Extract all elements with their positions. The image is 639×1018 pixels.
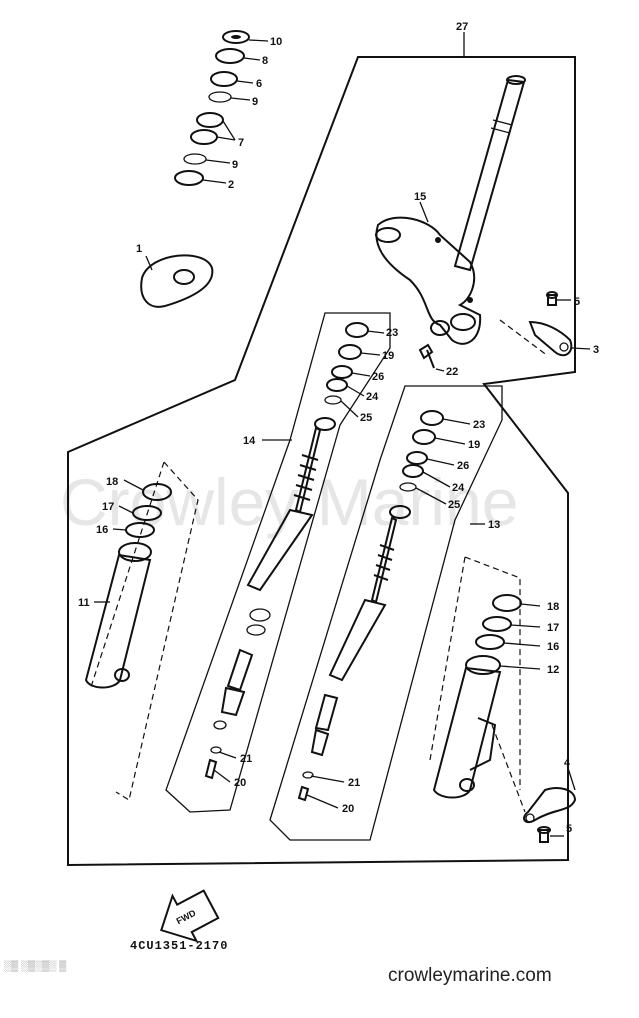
callout-23-right: 23 [473, 419, 485, 431]
callout-24-right: 24 [452, 482, 465, 494]
callout-17-right: 17 [547, 622, 559, 634]
pinch-bolt [418, 343, 445, 372]
callout-26-right: 26 [457, 460, 469, 472]
callout-12: 12 [547, 664, 559, 676]
right-outer-tube-box [429, 556, 521, 790]
callout-22: 22 [446, 366, 458, 378]
callout-leader-lines [94, 32, 541, 809]
callout-7: 7 [238, 137, 244, 149]
callout-27: 27 [456, 21, 468, 33]
steering-stem [375, 75, 526, 345]
callout-15: 15 [414, 191, 426, 203]
corner-mark: ░▒ ░▒░▒░ ▒ [4, 960, 67, 972]
callout-4: 4 [564, 757, 571, 769]
right-inner-tube-box [269, 385, 503, 841]
callout-21-left: 21 [240, 753, 252, 765]
right-outer-tube [432, 594, 526, 813]
callout-23-left: 23 [386, 327, 398, 339]
callout-16-left: 16 [96, 524, 108, 536]
callout-20-right: 20 [342, 803, 354, 815]
cover-plate [140, 254, 214, 308]
callout-8: 8 [262, 55, 268, 67]
callout-19-right: 19 [468, 439, 480, 451]
callout-24-left: 24 [366, 391, 379, 403]
callout-18-right: 18 [547, 601, 559, 613]
callout-11: 11 [78, 597, 90, 609]
callout-5-lower: 5 [566, 823, 572, 835]
callout-2: 2 [228, 179, 234, 191]
lower-bracket [523, 767, 577, 843]
callout-18-left: 18 [106, 476, 118, 488]
upper-bracket [499, 291, 591, 357]
callout-16-right: 16 [547, 641, 559, 653]
callout-21-right: 21 [348, 777, 360, 789]
callout-9-lower: 9 [232, 159, 238, 171]
left-damper-parts [204, 322, 369, 780]
callout-13: 13 [488, 519, 500, 531]
footer-url[interactable]: crowleymarine.com [388, 965, 552, 986]
callout-19-left: 19 [382, 350, 394, 362]
diagram-code: 4CU1351-2170 [130, 939, 228, 953]
callout-6: 6 [256, 78, 262, 90]
callout-1: 1 [136, 243, 142, 255]
callout-17-left: 17 [102, 501, 114, 513]
callout-9-upper: 9 [252, 96, 258, 108]
bearing-stack [174, 30, 250, 186]
callout-26-left: 26 [372, 371, 384, 383]
callout-20-left: 20 [234, 777, 246, 789]
callout-25-right: 25 [448, 499, 460, 511]
fwd-label: FWD [175, 908, 198, 927]
left-outer-tube-box [89, 461, 199, 801]
bearing-leader-lines [202, 39, 269, 184]
callout-25-left: 25 [360, 412, 372, 424]
left-inner-tube-box [165, 312, 391, 813]
right-damper-parts [297, 410, 444, 802]
callout-10: 10 [270, 36, 282, 48]
callout-5-upper: 5 [574, 296, 580, 308]
callout-3: 3 [593, 344, 599, 356]
callout-14: 14 [243, 435, 256, 447]
assembly-frame [67, 56, 576, 867]
